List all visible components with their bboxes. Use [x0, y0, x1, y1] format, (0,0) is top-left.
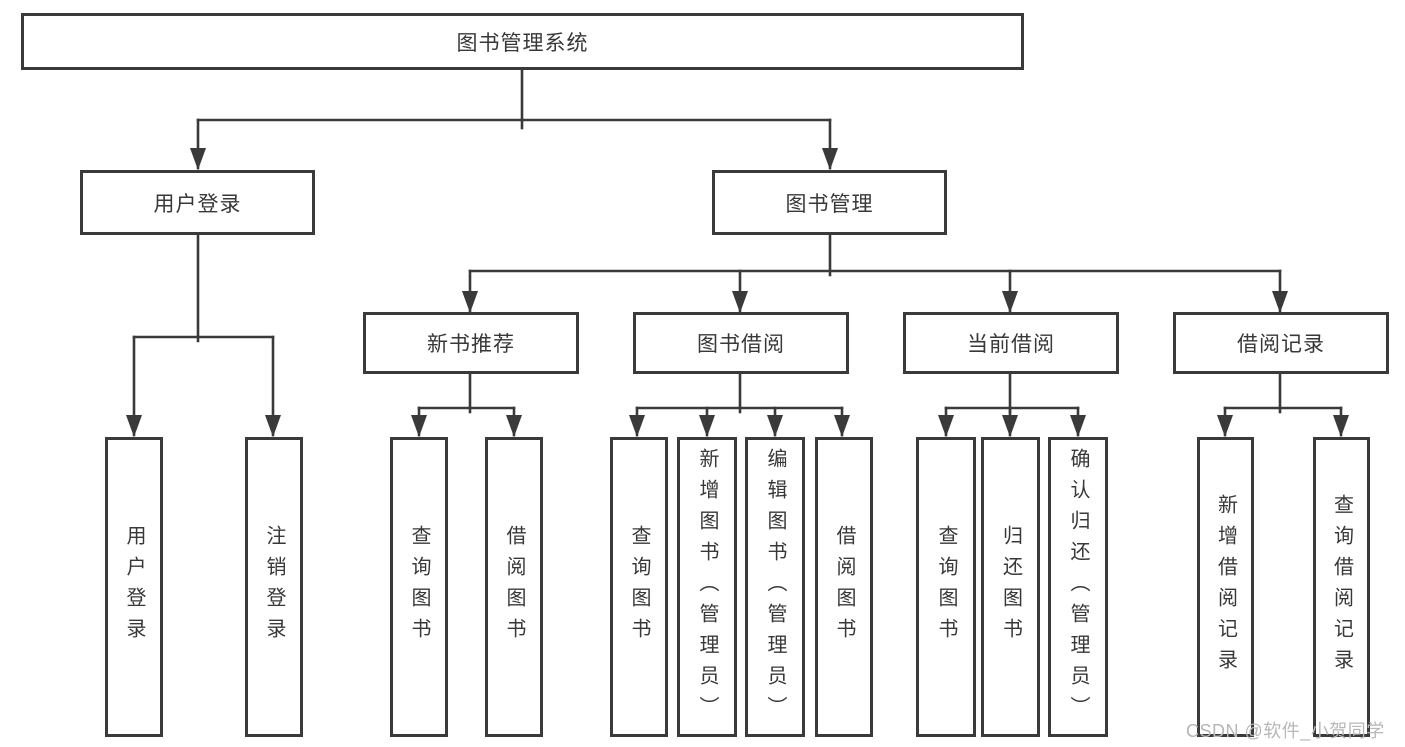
node-label: 归还图书 — [999, 525, 1022, 649]
leaf-add-books-admin: 新增图书（管理员） — [677, 437, 737, 737]
node-label: 图书管理系统 — [456, 31, 589, 55]
node-new-book-recommend: 新书推荐 — [363, 312, 579, 374]
node-label: 查询图书 — [408, 525, 430, 649]
csdn-watermark: CSDN @软件_小贺同学 — [1186, 721, 1385, 741]
node-label: 借阅记录 — [1237, 333, 1325, 356]
node-label: 确认归还（管理员） — [1067, 447, 1089, 727]
leaf-query-books-current: 查询图书 — [916, 437, 976, 737]
node-label: 借阅图书 — [503, 525, 525, 649]
node-label: 查询图书 — [628, 525, 650, 649]
node-label: 用户登录 — [153, 192, 242, 216]
node-label: 新书推荐 — [427, 333, 515, 356]
node-label: 注销登录 — [263, 525, 285, 649]
node-label: 查询图书 — [935, 525, 957, 649]
node-label: 图书借阅 — [697, 333, 785, 356]
node-borrowing-records: 借阅记录 — [1173, 312, 1389, 374]
node-label: 新增图书（管理员） — [696, 447, 718, 727]
node-user-login: 用户登录 — [80, 170, 315, 235]
leaf-add-borrow-record: 新增借阅记录 — [1197, 437, 1254, 737]
node-book-borrowing: 图书借阅 — [633, 312, 849, 374]
leaf-borrow-books: 借阅图书 — [815, 437, 873, 737]
leaf-confirm-return-admin: 确认归还（管理员） — [1048, 437, 1108, 737]
node-label: 当前借阅 — [967, 333, 1055, 356]
node-library-management-system: 图书管理系统 — [21, 13, 1024, 70]
node-label: 图书管理 — [785, 192, 874, 216]
leaf-query-books-recommend: 查询图书 — [390, 437, 448, 737]
leaf-borrow-books-recommend: 借阅图书 — [485, 437, 543, 737]
node-label: 借阅图书 — [833, 525, 855, 649]
node-label: 查询借阅记录 — [1330, 494, 1353, 680]
node-book-management: 图书管理 — [712, 170, 947, 235]
node-current-borrowing: 当前借阅 — [903, 312, 1119, 374]
leaf-query-books-borrowing: 查询图书 — [610, 437, 668, 737]
leaf-user-login: 用户登录 — [105, 437, 163, 737]
leaf-logout: 注销登录 — [245, 437, 303, 737]
leaf-query-borrow-record: 查询借阅记录 — [1313, 437, 1370, 737]
node-label: 用户登录 — [123, 525, 145, 649]
node-label: 新增借阅记录 — [1214, 494, 1237, 680]
leaf-edit-books-admin: 编辑图书（管理员） — [745, 437, 805, 737]
node-label: 编辑图书（管理员） — [764, 447, 786, 727]
leaf-return-books: 归还图书 — [981, 437, 1040, 737]
